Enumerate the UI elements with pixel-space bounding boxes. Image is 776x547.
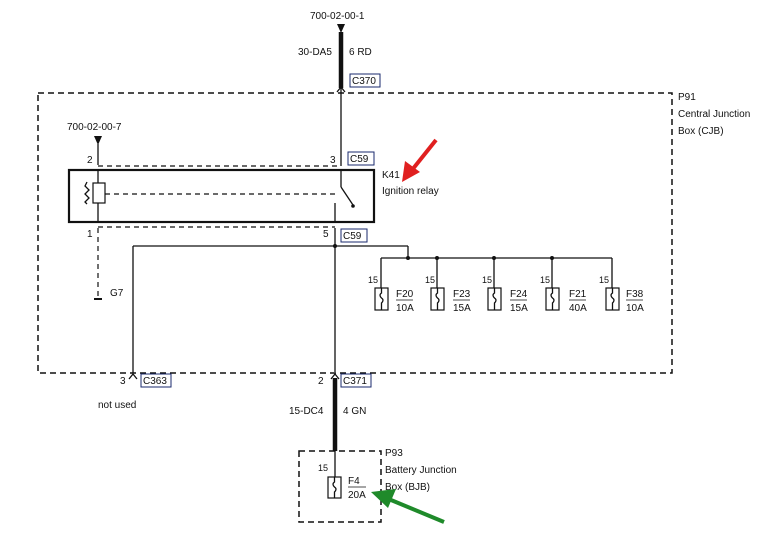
green-arrow-shaft — [390, 498, 445, 524]
bjb-outline — [298, 450, 382, 523]
fuse-f21: 15 F21 40A — [540, 256, 587, 314]
top-wire-color: 6 RD — [349, 47, 372, 58]
c371-label: C371 — [343, 376, 367, 387]
c59-bottom-label: C59 — [343, 231, 362, 242]
bjb-name-line2: Box (BJB) — [385, 482, 430, 493]
fuse-icon — [492, 288, 497, 310]
fuse-icon — [379, 288, 384, 310]
fuse-f24: 15 F24 15A — [482, 256, 528, 314]
c59-bottom-box — [340, 228, 368, 243]
c371-box — [340, 373, 372, 388]
fuse-name: F23 — [453, 289, 471, 300]
switch-contact-arm — [340, 186, 354, 206]
fuse-name: F38 — [626, 289, 644, 300]
fuse-name: F4 — [348, 476, 360, 487]
ground-label: G7 — [110, 288, 124, 299]
coil-resistor-icon — [84, 181, 90, 205]
c370-box — [349, 73, 381, 88]
fuse-pin: 15 — [318, 463, 328, 473]
fuse-rating: 20A — [348, 490, 366, 501]
bjb-name-line1: Battery Junction — [385, 465, 457, 476]
c363-label: C363 — [143, 376, 167, 387]
fuse-rating: 40A — [569, 303, 587, 314]
cjb-outline — [37, 92, 673, 374]
relay-id: K41 — [382, 170, 400, 181]
top-reference: 700-02-00-1 — [310, 11, 365, 22]
c370-chevron — [336, 85, 346, 93]
c363-box — [140, 373, 172, 388]
relay-coil — [92, 182, 106, 204]
fuse-rating: 15A — [510, 303, 528, 314]
red-arrow-icon — [402, 161, 420, 182]
c59-top-label: C59 — [350, 154, 369, 165]
c363-chevron — [128, 372, 138, 380]
cjb-name-line1: Central Junction — [678, 109, 750, 120]
bus-junction — [406, 256, 410, 260]
relay-reference: 700-02-00-7 — [67, 122, 122, 133]
cjb-name-line2: Box (CJB) — [678, 126, 724, 137]
fuse-pin: 15 — [425, 275, 435, 285]
fuse-pin: 15 — [368, 275, 378, 285]
main-junction — [333, 244, 337, 248]
fuse-f23: 15 F23 15A — [425, 256, 471, 314]
fuse-name: F21 — [569, 289, 587, 300]
fuse-icon — [332, 477, 337, 498]
fuse-f20: 15 F20 10A — [368, 258, 414, 314]
fuse-rating: 10A — [396, 303, 414, 314]
c371-chevron — [330, 372, 340, 380]
fuse-rating: 15A — [453, 303, 471, 314]
c370-label: C370 — [352, 76, 376, 87]
fuse-pin: 15 — [482, 275, 492, 285]
relay-pin-3: 3 — [330, 155, 336, 166]
bottom-wire-circuit: 15-DC4 — [289, 406, 324, 417]
relay-ref-arrow-icon — [94, 136, 102, 145]
fuse-rating: 10A — [626, 303, 644, 314]
c363-pin: 3 — [120, 376, 126, 387]
fuse-icon — [435, 288, 440, 310]
cjb-id: P91 — [678, 92, 696, 103]
fuse-f38: 15 F38 10A — [599, 258, 644, 314]
relay-pin-1: 1 — [87, 229, 93, 240]
green-arrow-icon — [371, 489, 396, 508]
bottom-wire-color: 4 GN — [343, 406, 366, 417]
fuse-name: F20 — [396, 289, 414, 300]
relay-pin-5: 5 — [323, 229, 329, 240]
switch-contact — [351, 204, 355, 208]
top-arrow-icon — [337, 24, 345, 33]
fuse-icon — [550, 288, 555, 310]
relay-name: Ignition relay — [382, 186, 439, 197]
not-used-label: not used — [98, 400, 136, 411]
relay-body — [67, 168, 376, 224]
fuse-name: F24 — [510, 289, 528, 300]
c59-top-box — [347, 151, 375, 166]
fuse-f4: 15 F4 20A — [318, 463, 366, 501]
fuse-icon — [610, 288, 615, 310]
bjb-id: P93 — [385, 448, 403, 459]
fuse-pin: 15 — [540, 275, 550, 285]
fuse-pin: 15 — [599, 275, 609, 285]
c371-pin: 2 — [318, 376, 324, 387]
top-wire-circuit: 30-DA5 — [298, 47, 332, 58]
relay-pin-2: 2 — [87, 155, 93, 166]
red-arrow-shaft — [410, 138, 438, 172]
